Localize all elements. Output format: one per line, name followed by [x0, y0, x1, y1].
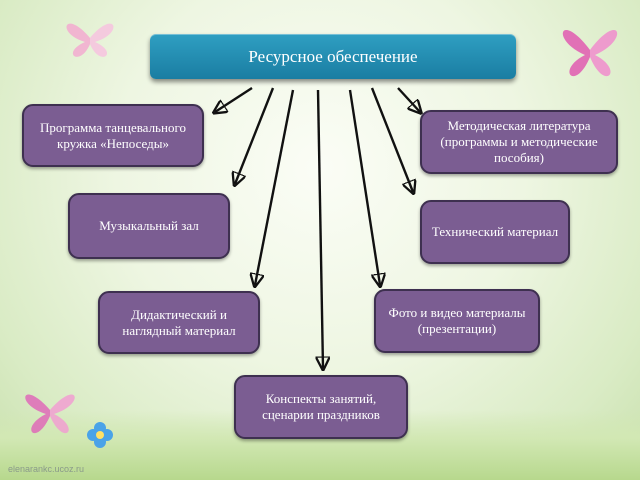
technical-box: Технический материал	[420, 200, 570, 264]
butterfly-decoration-right	[562, 30, 618, 77]
page-title: Ресурсное обеспечение	[150, 34, 516, 79]
butterfly-decoration-left	[66, 23, 114, 57]
hall-box: Музыкальный зал	[68, 193, 230, 259]
arrow-to-media	[348, 89, 380, 285]
credit-text: elenarankc.ucoz.ru	[8, 464, 85, 474]
media-box: Фото и видео материалы (презентации)	[374, 289, 540, 353]
notes-box: Конспекты занятий, сценарии праздников	[234, 375, 408, 439]
literature-box: Методическая литература (программы и мет…	[420, 110, 618, 174]
arrow-to-technical	[370, 87, 413, 192]
arrow-to-hall	[235, 87, 275, 184]
arrow-to-literature	[397, 87, 420, 112]
flower-decoration	[87, 422, 113, 448]
didactic-box: Дидактический и наглядный материал	[98, 291, 260, 354]
butterfly-decoration-bottom-left	[25, 394, 75, 434]
arrow-to-didactic	[255, 89, 295, 285]
arrow-to-program	[215, 86, 253, 112]
arrow-to-notes	[318, 89, 323, 368]
program-box: Программа танцевального кружка «Непоседы…	[22, 104, 204, 167]
